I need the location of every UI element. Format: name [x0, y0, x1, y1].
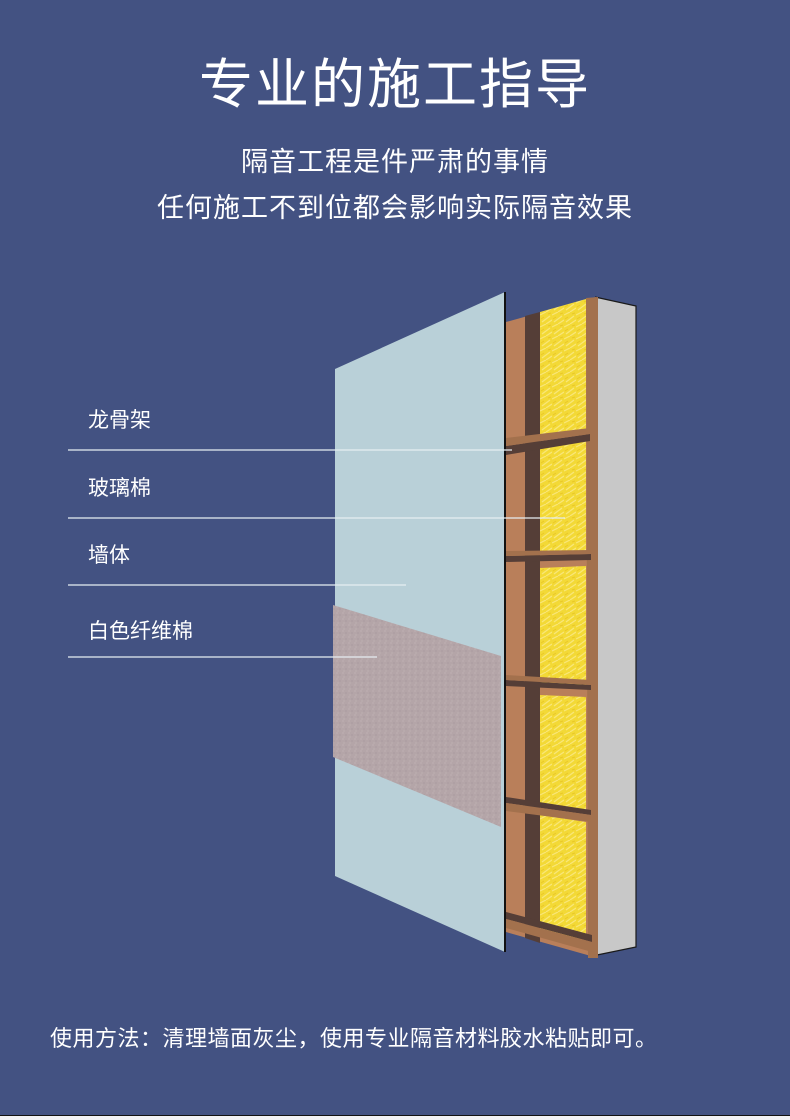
white-fiber-cotton [333, 605, 501, 827]
label-white-fiber-cotton: 白色纤维棉 [88, 619, 193, 643]
label-glass-wool: 玻璃棉 [88, 476, 151, 500]
page-title: 专业的施工指导 [199, 53, 591, 116]
leader-lines [68, 449, 565, 658]
label-keel-frame: 龙骨架 [88, 408, 151, 432]
subtitle-line-1: 隔音工程是件严肃的事情 [241, 147, 549, 178]
keel-rails [506, 428, 592, 952]
usage-instructions: 使用方法：清理墙面灰尘，使用专业隔音材料胶水粘贴即可。 [50, 1027, 658, 1052]
subtitle-line-2: 任何施工不到位都会影响实际隔音效果 [157, 193, 633, 224]
label-wall-body: 墙体 [88, 543, 130, 567]
wall-body-side [594, 296, 637, 956]
glass-wool [540, 299, 586, 940]
